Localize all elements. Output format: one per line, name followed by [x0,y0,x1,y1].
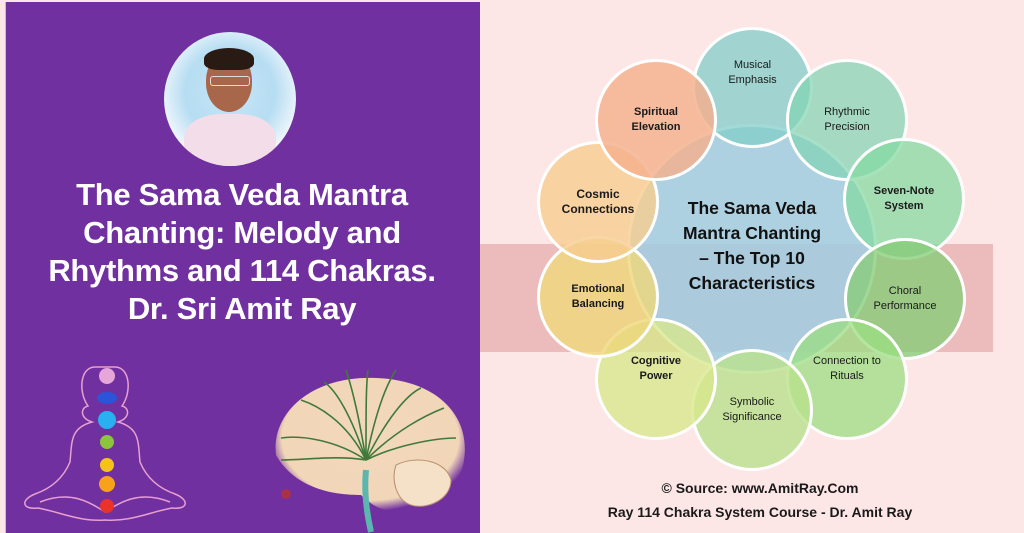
portrait-glasses [210,76,250,86]
title-line-2: Chanting: Melody and [83,215,401,250]
source-credits: © Source: www.AmitRay.Com Ray 114 Chakra… [560,476,960,524]
title-line-4: Dr. Sri Amit Ray [127,291,357,326]
portrait-hair [204,48,254,70]
course-line: Ray 114 Chakra System Course - Dr. Amit … [607,504,913,520]
portrait-shirt [184,114,276,166]
brain-illustration-icon [275,369,465,533]
diagram-center-title: The Sama Veda Mantra Chanting – The Top … [682,198,822,293]
meditation-chakra-icon [24,366,186,521]
title-line-3: Rhythms and 114 Chakras. [48,253,436,288]
page-title: The Sama Veda Mantra Chanting: Melody an… [5,176,479,328]
portrait-photo [164,32,296,166]
title-line-1: The Sama Veda Mantra [76,177,408,212]
source-line: © Source: www.AmitRay.Com [661,480,859,496]
left-panel [5,2,480,533]
